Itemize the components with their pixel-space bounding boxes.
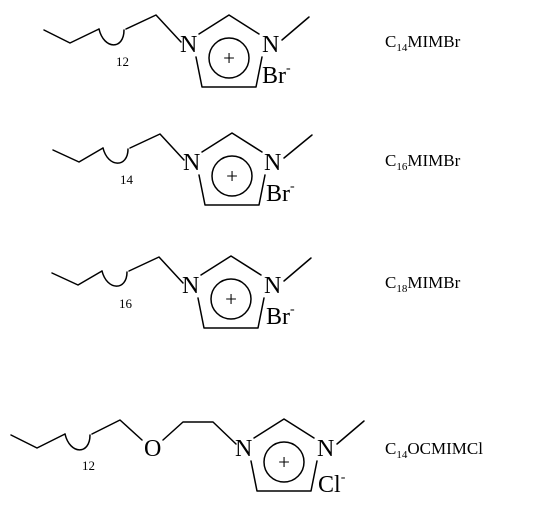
compound-label: C14MIMBr bbox=[385, 32, 461, 54]
label-suffix: MIMBr bbox=[407, 273, 460, 292]
label-subscript: 18 bbox=[396, 283, 408, 295]
label-prefix: C bbox=[385, 439, 396, 458]
nitrogen-n1: N bbox=[180, 32, 197, 58]
repeat-unit-bracket bbox=[101, 270, 128, 287]
structure-c16mimbr: 14 N N + Br- C16MIMBr bbox=[52, 132, 461, 207]
label-subscript: 14 bbox=[396, 42, 408, 54]
cation-charge: + bbox=[223, 46, 235, 70]
structure-c14mimbr: 12 N N + Br- C14MIMBr bbox=[43, 14, 461, 89]
imidazolium-ring bbox=[195, 14, 263, 88]
nitrogen-n1: N bbox=[182, 273, 199, 299]
structure-c14ocmimcl: 12 O N N + Cl- C14OCMIMCl bbox=[10, 418, 483, 498]
nitrogen-n1: N bbox=[183, 150, 200, 176]
anion: Br- bbox=[266, 179, 295, 207]
cation-charge: + bbox=[226, 164, 238, 188]
anion-symbol: Br bbox=[266, 304, 290, 330]
structure-c18mimbr: 16 N N + Br- C18MIMBr bbox=[51, 255, 461, 330]
ring-charge-circle bbox=[211, 155, 253, 197]
chain-to-ether-bond bbox=[91, 419, 143, 441]
n-methyl-bond bbox=[336, 420, 365, 445]
anion-symbol: Cl bbox=[318, 472, 341, 498]
label-suffix: OCMIMCl bbox=[407, 439, 483, 458]
chain-to-ring-bond bbox=[125, 14, 182, 43]
ether-to-ring-bond bbox=[162, 421, 237, 445]
alkyl-chain bbox=[10, 433, 66, 449]
anion: Cl- bbox=[318, 470, 346, 498]
imidazolium-ring bbox=[197, 255, 265, 329]
anion-charge: - bbox=[286, 61, 291, 76]
imidazolium-ring bbox=[250, 418, 318, 492]
label-prefix: C bbox=[385, 273, 396, 292]
nitrogen-n3: N bbox=[264, 150, 281, 176]
anion-symbol: Br bbox=[262, 63, 286, 89]
n-methyl-bond bbox=[283, 134, 313, 159]
anion-charge: - bbox=[341, 470, 346, 485]
imidazolium-ring bbox=[198, 132, 266, 206]
chain-to-ring-bond bbox=[129, 133, 185, 161]
label-prefix: C bbox=[385, 151, 396, 170]
label-suffix: MIMBr bbox=[407, 32, 460, 51]
ring-charge-circle bbox=[263, 441, 305, 483]
anion-symbol: Br bbox=[266, 181, 290, 207]
cation-charge: + bbox=[225, 287, 237, 311]
compound-label: C14OCMIMCl bbox=[385, 439, 483, 461]
repeat-count: 12 bbox=[82, 458, 95, 473]
repeat-unit-bracket bbox=[98, 28, 125, 46]
cation-charge: + bbox=[278, 450, 290, 474]
anion: Br- bbox=[266, 302, 295, 330]
compound-label: C18MIMBr bbox=[385, 273, 461, 295]
n-methyl-bond bbox=[283, 257, 312, 282]
label-prefix: C bbox=[385, 32, 396, 51]
n-methyl-bond bbox=[281, 16, 310, 41]
alkyl-chain bbox=[52, 147, 104, 163]
alkyl-chain bbox=[51, 270, 103, 286]
anion-charge: - bbox=[290, 302, 295, 317]
label-subscript: 16 bbox=[396, 161, 408, 173]
repeat-unit-bracket bbox=[102, 147, 129, 164]
repeat-unit-bracket bbox=[64, 433, 91, 451]
chain-to-ring-bond bbox=[128, 256, 184, 284]
nitrogen-n3: N bbox=[262, 32, 279, 58]
nitrogen-n3: N bbox=[317, 436, 334, 462]
ring-charge-circle bbox=[208, 37, 250, 79]
repeat-count: 14 bbox=[120, 172, 134, 187]
anion-charge: - bbox=[290, 179, 295, 194]
repeat-count: 12 bbox=[116, 54, 129, 69]
compound-label: C16MIMBr bbox=[385, 151, 461, 173]
oxygen: O bbox=[144, 436, 161, 462]
ring-charge-circle bbox=[210, 278, 252, 320]
label-suffix: MIMBr bbox=[407, 151, 460, 170]
label-subscript: 14 bbox=[396, 449, 408, 461]
repeat-count: 16 bbox=[119, 296, 133, 311]
alkyl-chain bbox=[43, 28, 100, 44]
nitrogen-n3: N bbox=[264, 273, 281, 299]
anion: Br- bbox=[262, 61, 291, 89]
nitrogen-n1: N bbox=[235, 436, 252, 462]
